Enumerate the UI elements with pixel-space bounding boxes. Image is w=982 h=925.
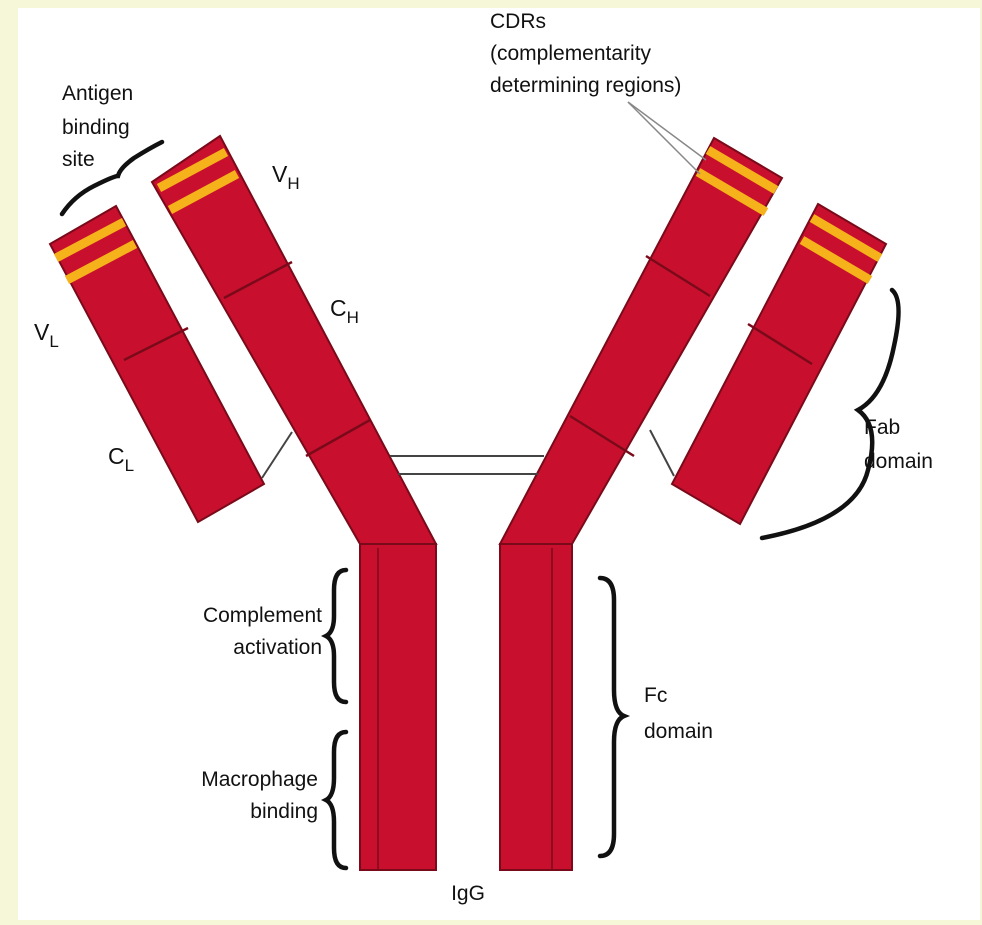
heavy-chain-right-stem (500, 544, 572, 870)
complement-label-line2: activation (233, 636, 322, 659)
cdrs-description-line2: determining regions) (490, 74, 681, 97)
fab-label-line2: domain (864, 450, 933, 473)
heavy-chain-left-stem (360, 544, 436, 870)
fc-label-line1: Fc (644, 684, 667, 707)
cdrs-title: CDRs (490, 10, 546, 33)
complement-label-line1: Complement (203, 604, 322, 627)
macrophage-label-line2: binding (250, 800, 318, 823)
diagram-title: IgG (451, 882, 485, 905)
fab-label-line1: Fab (864, 416, 900, 439)
antigen-label-line3: site (62, 148, 95, 171)
fc-label-line2: domain (644, 720, 713, 743)
antigen-label-line2: binding (62, 116, 130, 139)
cdrs-description-line1: (complementarity (490, 42, 652, 65)
antigen-label-line1: Antigen (62, 82, 133, 105)
macrophage-label-line1: Macrophage (201, 768, 318, 791)
